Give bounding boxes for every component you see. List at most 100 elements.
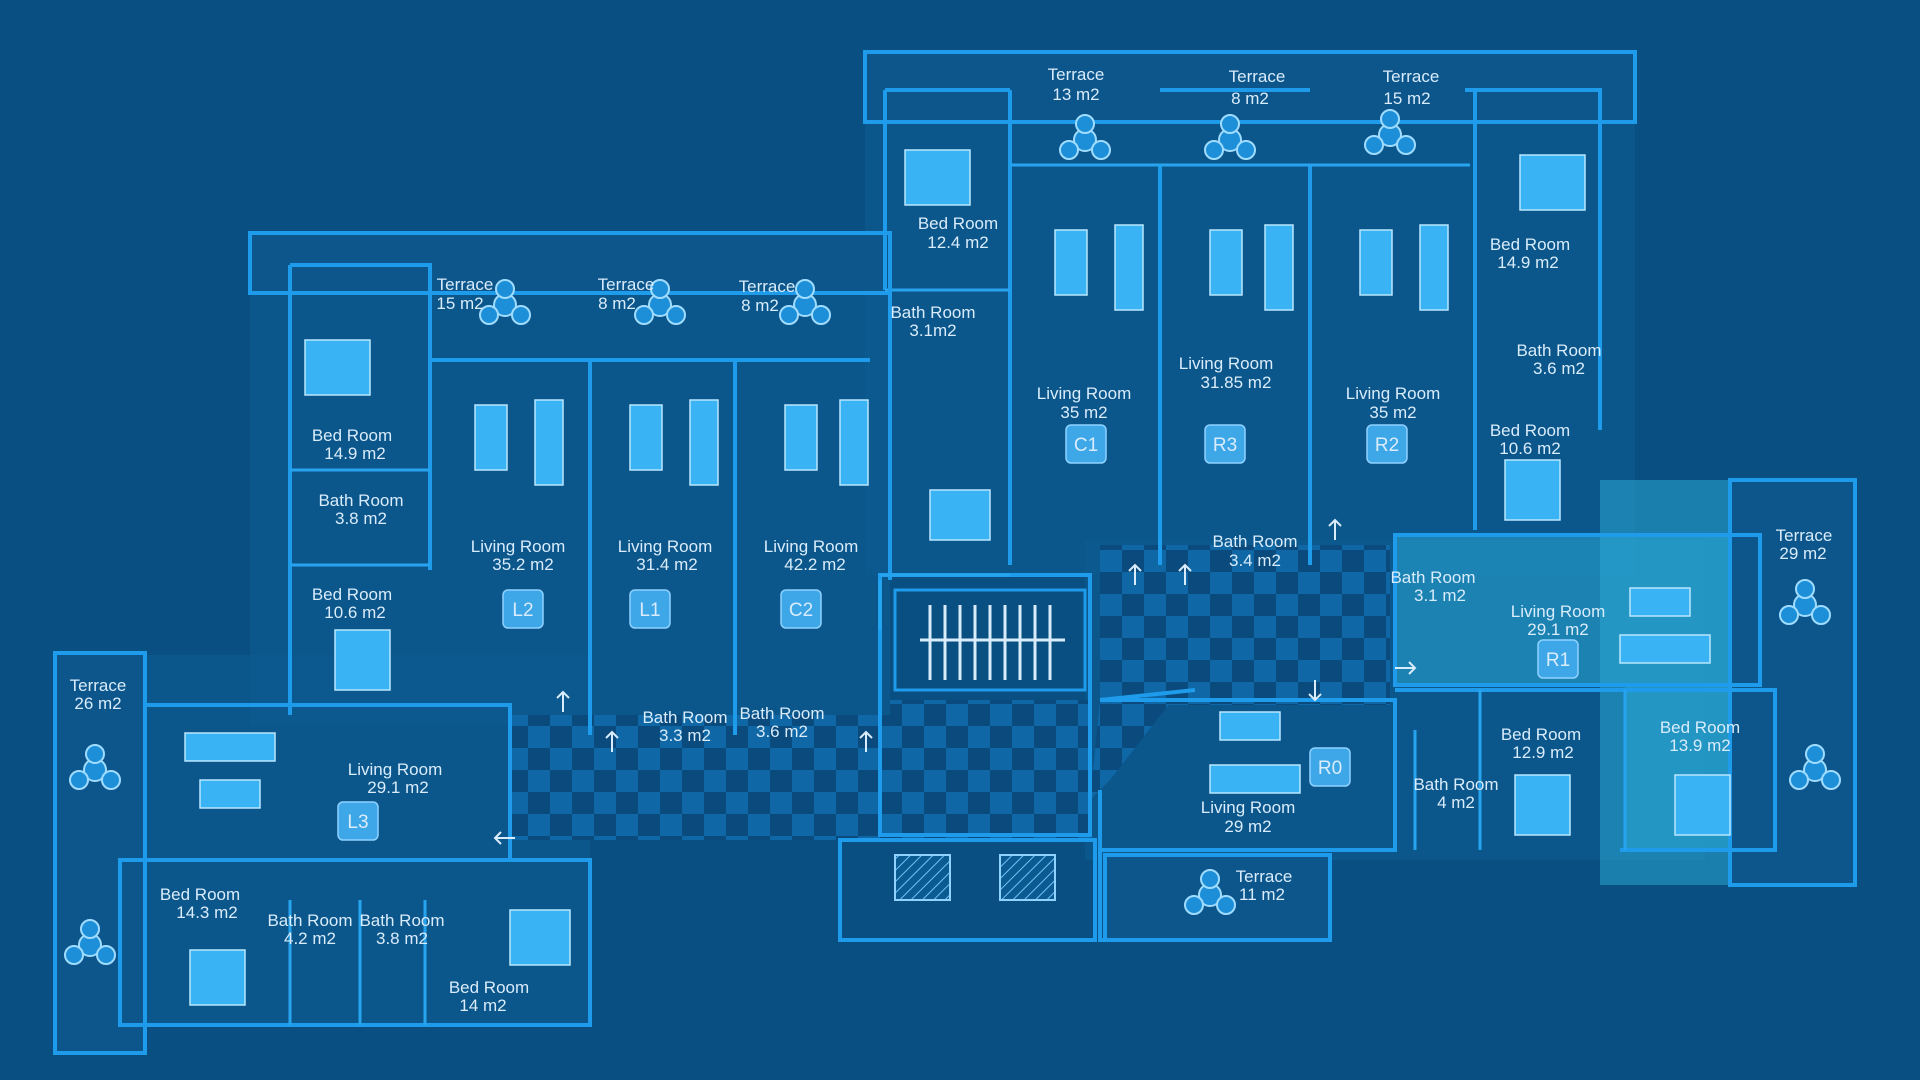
sofa-icon — [184, 224, 1711, 794]
room-name: Bath Room — [1212, 532, 1297, 551]
room-name: Terrace — [70, 676, 127, 695]
room-name: Bed Room — [1490, 235, 1570, 254]
room-area: 26 m2 — [74, 694, 121, 713]
room-area: 13.9 m2 — [1669, 736, 1730, 755]
room-name: Bath Room — [1516, 341, 1601, 360]
room-area: 3.8 m2 — [335, 509, 387, 528]
room-name: Terrace — [739, 277, 796, 296]
unit-badge-r0[interactable]: R0 — [1309, 747, 1351, 787]
svg-text:R3: R3 — [1213, 435, 1237, 456]
room-labels: Terrace 13 m2 Terrace 8 m2 Terrace 15 m2… — [70, 65, 1833, 1015]
room-area: 29.1 m2 — [367, 778, 428, 797]
room-area: 29.1 m2 — [1527, 620, 1588, 639]
room-area: 8 m2 — [1231, 89, 1269, 108]
room-area: 15 m2 — [1383, 89, 1430, 108]
room-area: 35.2 m2 — [492, 555, 553, 574]
room-area: 14.9 m2 — [324, 444, 385, 463]
room-area: 10.6 m2 — [324, 603, 385, 622]
room-name: Bath Room — [1390, 568, 1475, 587]
walls — [118, 50, 1777, 1027]
corridor-floor — [510, 545, 1390, 840]
room-name: Bath Room — [318, 491, 403, 510]
room-name: Bath Room — [642, 708, 727, 727]
room-area: 13 m2 — [1052, 85, 1099, 104]
room-area: 35 m2 — [1060, 403, 1107, 422]
unit-badge-l1[interactable]: L1 — [629, 589, 671, 629]
room-name: Terrace — [1383, 67, 1440, 86]
bed-icon — [189, 149, 1731, 1006]
room-area: 14 m2 — [459, 996, 506, 1015]
room-name: Bath Room — [1413, 775, 1498, 794]
room-area: 3.6 m2 — [756, 722, 808, 741]
room-name: Living Room — [764, 537, 859, 556]
room-name: Living Room — [1201, 798, 1296, 817]
room-name: Bed Room — [160, 885, 240, 904]
room-area: 3.1m2 — [909, 321, 956, 340]
unit-badge-r3[interactable]: R3 — [1204, 424, 1246, 464]
room-area: 3.8 m2 — [376, 929, 428, 948]
room-area: 12.9 m2 — [1512, 743, 1573, 762]
room-name: Bath Room — [890, 303, 975, 322]
stair-icon — [893, 588, 1087, 692]
room-area: 42.2 m2 — [784, 555, 845, 574]
room-area: 3.4 m2 — [1229, 551, 1281, 570]
room-name: Living Room — [1511, 602, 1606, 621]
room-area: 3.6 m2 — [1533, 359, 1585, 378]
svg-text:C1: C1 — [1074, 435, 1098, 456]
unit-badge-c2[interactable]: C2 — [780, 589, 822, 629]
room-area: 4 m2 — [1437, 793, 1475, 812]
room-name: Bath Room — [359, 911, 444, 930]
room-area: 4.2 m2 — [284, 929, 336, 948]
unit-badge-c1[interactable]: C1 — [1065, 424, 1107, 464]
room-name: Bath Room — [739, 704, 824, 723]
unit-badge-l2[interactable]: L2 — [502, 589, 544, 629]
room-name: Bed Room — [1660, 718, 1740, 737]
room-area: 14.3 m2 — [176, 903, 237, 922]
room-area: 15 m2 — [436, 294, 483, 313]
room-name: Living Room — [1037, 384, 1132, 403]
unit-badge-r2[interactable]: R2 — [1366, 424, 1408, 464]
room-name: Terrace — [1776, 526, 1833, 545]
svg-text:R0: R0 — [1318, 758, 1342, 779]
room-name: Bed Room — [918, 214, 998, 233]
room-name: Terrace — [437, 275, 494, 294]
room-name: Bed Room — [1490, 421, 1570, 440]
room-name: Bed Room — [312, 585, 392, 604]
door-arrow-icon — [493, 518, 1417, 845]
room-area: 29 m2 — [1779, 544, 1826, 563]
room-area: 12.4 m2 — [927, 233, 988, 252]
room-area: 31.85 m2 — [1201, 373, 1272, 392]
room-area: 8 m2 — [598, 294, 636, 313]
svg-text:R2: R2 — [1375, 435, 1399, 456]
table-icon — [199, 229, 1691, 809]
room-area: 3.3 m2 — [659, 726, 711, 745]
room-area: 3.1 m2 — [1414, 586, 1466, 605]
svg-text:L2: L2 — [512, 600, 533, 621]
room-name: Bed Room — [449, 978, 529, 997]
room-name: Bed Room — [312, 426, 392, 445]
room-area: 35 m2 — [1369, 403, 1416, 422]
svg-text:L3: L3 — [347, 812, 368, 833]
room-name: Bed Room — [1501, 725, 1581, 744]
room-area: 11 m2 — [1239, 885, 1285, 904]
room-name: Terrace — [1229, 67, 1286, 86]
unit-badge-r1[interactable]: R1 — [1537, 639, 1579, 679]
svg-text:L1: L1 — [639, 600, 660, 621]
room-name: Living Room — [1346, 384, 1441, 403]
room-area: 29 m2 — [1224, 817, 1271, 836]
svg-text:R1: R1 — [1546, 650, 1570, 671]
terraces — [53, 50, 1857, 1055]
room-area: 14.9 m2 — [1497, 253, 1558, 272]
svg-text:C2: C2 — [789, 600, 813, 621]
room-area: 10.6 m2 — [1499, 439, 1560, 458]
room-name: Living Room — [471, 537, 566, 556]
room-name: Living Room — [348, 760, 443, 779]
elevator-icon — [894, 854, 1056, 901]
room-name: Terrace — [1048, 65, 1105, 84]
room-name: Living Room — [618, 537, 713, 556]
unit-badges: L1 L2 L3 C1 C2 R0 R1 R2 R3 — [337, 424, 1579, 841]
room-area: 8 m2 — [741, 296, 779, 315]
room-name: Terrace — [1236, 867, 1293, 886]
unit-badge-l3[interactable]: L3 — [337, 801, 379, 841]
